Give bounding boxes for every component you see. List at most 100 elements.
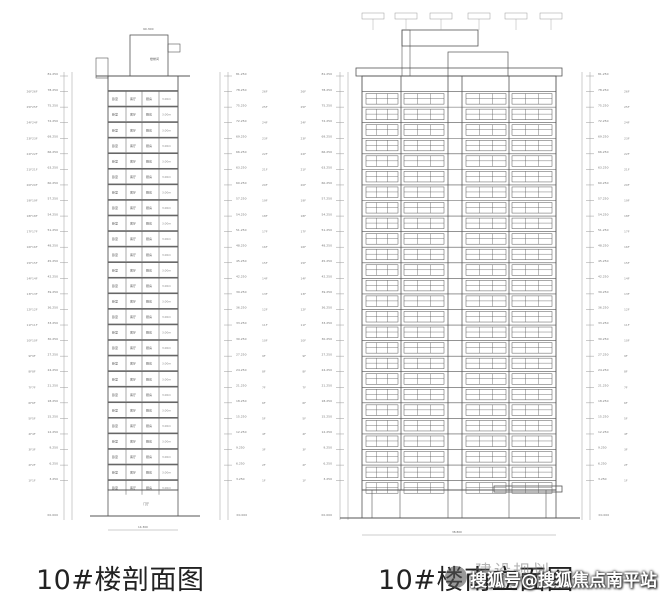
roof-level-text: 90.300 <box>143 27 154 31</box>
level-text: 33.250 <box>322 321 333 325</box>
floor-label: 21F <box>262 167 268 171</box>
room-label: 客厅 <box>130 252 136 257</box>
floor-slab <box>108 339 178 341</box>
floor-label: 15F <box>300 261 306 265</box>
room-label: 客厅 <box>130 96 136 101</box>
level-text: 57.250 <box>236 197 247 201</box>
window <box>365 264 399 276</box>
floor-label: 12F <box>32 307 38 311</box>
window <box>403 280 445 292</box>
window <box>465 202 507 214</box>
floor-slab <box>108 105 178 108</box>
level-text: 75.250 <box>48 103 59 107</box>
floor-label: 4F <box>32 432 36 436</box>
floor-height-label: 3.00m <box>162 268 171 272</box>
room-label: 卧室 <box>112 470 118 475</box>
floor-slab <box>108 214 178 217</box>
room-label: 客厅 <box>130 423 136 428</box>
floor-label: 8F <box>302 370 306 374</box>
floor-label: 12F <box>624 307 630 311</box>
level-text: 33.250 <box>598 321 609 325</box>
level-text: 63.250 <box>48 166 59 170</box>
level-text: 6.250 <box>598 461 607 465</box>
floor-label: 25F <box>624 105 630 109</box>
floor-label: 21F <box>624 167 630 171</box>
floor-slab <box>108 370 178 372</box>
callout-box <box>429 12 453 20</box>
floor-slab <box>108 448 178 450</box>
room-label: 客厅 <box>130 190 136 195</box>
window <box>365 357 399 369</box>
floor-height-label: 3.00m <box>162 331 171 335</box>
window <box>403 357 445 369</box>
callout-box <box>394 12 418 20</box>
level-text: 45.250 <box>322 259 333 263</box>
window <box>365 93 399 105</box>
floor-label: 5F <box>32 416 36 420</box>
level-text: 42.250 <box>598 275 609 279</box>
level-text: 15.250 <box>236 415 247 419</box>
room-label: 厨房 <box>146 485 152 490</box>
floor-label: 26F <box>32 90 38 94</box>
level-text: 9.250 <box>49 446 58 450</box>
floor-label: 23F <box>26 136 32 140</box>
window <box>365 108 399 120</box>
level-text: 57.250 <box>48 197 59 201</box>
window <box>465 326 507 338</box>
level-text: 72.250 <box>322 119 333 123</box>
window <box>511 420 553 432</box>
level-text: 9.250 <box>323 446 332 450</box>
level-text: 9.250 <box>236 446 245 450</box>
room-label: 卧室 <box>112 174 118 179</box>
floor-label: 24F <box>26 121 32 125</box>
room-label: 客厅 <box>130 314 136 319</box>
floor-label: 6F <box>28 401 32 405</box>
floor-height-label: 3.00m <box>162 362 171 366</box>
floor-label: 23F <box>624 136 630 140</box>
window <box>403 342 445 354</box>
roof-frame-top <box>401 29 479 47</box>
room-label: 厨房 <box>146 96 152 101</box>
floor-label: 22F <box>32 152 38 156</box>
floor-slab <box>108 354 178 357</box>
floor-label: 4F <box>28 432 32 436</box>
floor-label: 22F <box>26 152 32 156</box>
room-label: 卧室 <box>112 314 118 319</box>
floor-label: 12F <box>300 307 306 311</box>
floor-label: 10F <box>624 339 630 343</box>
window <box>403 451 445 463</box>
room-label: 厨房 <box>146 205 152 210</box>
room-label: 厨房 <box>146 376 152 381</box>
floor-height-label: 3.00m <box>162 97 171 101</box>
room-label: 厨房 <box>146 439 152 444</box>
level-text: 27.250 <box>236 352 247 356</box>
room-label: 客厅 <box>130 454 136 459</box>
floor-label: 16F <box>32 245 38 249</box>
window <box>403 264 445 276</box>
level-text: 66.250 <box>48 150 59 154</box>
level-text: 33.250 <box>48 321 59 325</box>
floor-slab <box>108 323 178 326</box>
floor-label: 14F <box>26 276 32 280</box>
floor-label: 5F <box>262 416 266 420</box>
floor-label: 17F <box>26 230 32 234</box>
window <box>403 155 445 167</box>
window <box>365 171 399 183</box>
room-label: 厨房 <box>146 330 152 335</box>
level-text: 42.250 <box>322 275 333 279</box>
room-label: 厨房 <box>146 158 152 163</box>
floor-label: 25F <box>300 105 306 109</box>
roof-frame-right <box>447 51 509 77</box>
elevation-drawing-caption: 10#楼南立面图 <box>378 565 574 596</box>
floor-label: 8F <box>28 370 32 374</box>
room-label: 客厅 <box>130 221 136 226</box>
room-label: 卧室 <box>112 283 118 288</box>
window <box>511 451 553 463</box>
floor-label: 22F <box>300 152 306 156</box>
floor-label: 5F <box>28 416 32 420</box>
window <box>465 311 507 323</box>
window <box>403 435 445 447</box>
floor-label: 1F <box>28 479 32 483</box>
floor-label: 17F <box>32 230 38 234</box>
window <box>511 186 553 198</box>
